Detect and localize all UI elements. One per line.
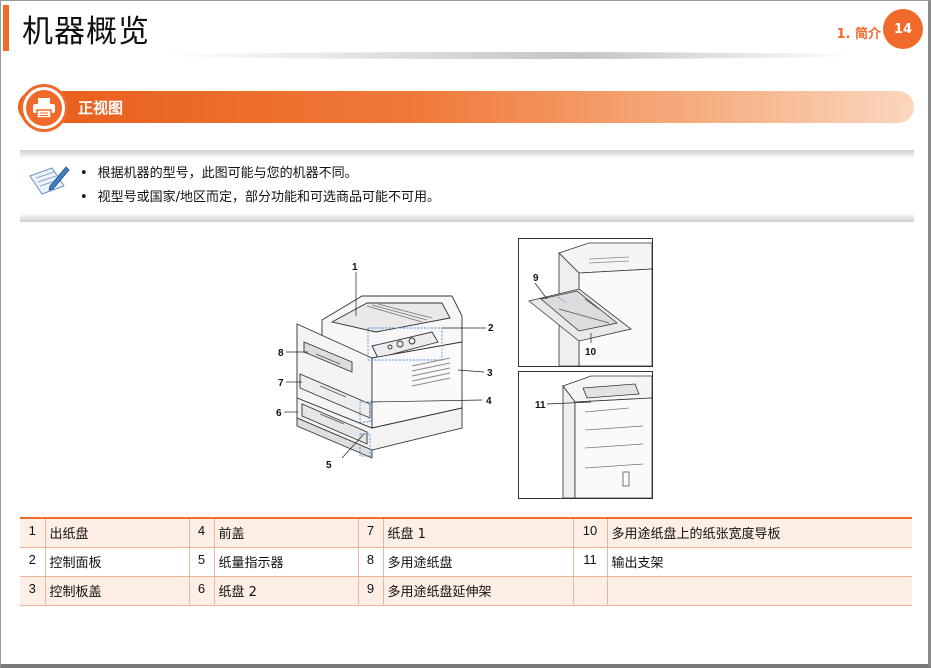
note-pencil-icon xyxy=(29,166,70,195)
inset-multipurpose-tray: 9 10 xyxy=(518,238,653,367)
table-row: 1 出纸盘 4 前盖 7 纸盘 1 10 多用途纸盘上的纸张宽度导板 xyxy=(20,517,912,548)
part-number: 3 xyxy=(20,576,46,606)
part-number: 2 xyxy=(20,547,46,577)
part-number: 9 xyxy=(358,576,384,606)
part-number: 7 xyxy=(358,517,384,548)
page-title: 机器概览 xyxy=(22,14,150,50)
callout-label: 2 xyxy=(488,323,494,334)
table-row: 2 控制面板 5 纸量指示器 8 多用途纸盘 11 输出支架 xyxy=(20,547,912,577)
part-label: 多用途纸盘 xyxy=(383,547,574,577)
section-icon-badge xyxy=(20,84,68,132)
section-bar xyxy=(18,91,914,123)
part-label: 纸盘 1 xyxy=(383,517,574,548)
callout-label: 5 xyxy=(326,460,332,471)
part-label: 纸量指示器 xyxy=(214,547,359,577)
part-label: 输出支架 xyxy=(607,547,912,577)
note-item: 视型号或国家/地区而定，部分功能和可选商品可能不可用。 xyxy=(80,186,440,210)
part-number: 8 xyxy=(358,547,384,577)
note-top-shade xyxy=(20,150,914,159)
callout-label: 10 xyxy=(585,347,597,358)
part-number: 1 xyxy=(20,517,46,548)
part-label: 纸盘 2 xyxy=(214,576,359,606)
printer-front-illustration: 1 2 3 4 5 6 7 8 xyxy=(276,262,494,471)
callout-label: 3 xyxy=(487,368,493,379)
inset-b-illustration: 11 xyxy=(535,375,653,499)
part-label: 出纸盘 xyxy=(45,517,190,548)
section-title: 正视图 xyxy=(78,99,124,117)
part-label: 多用途纸盘上的纸张宽度导板 xyxy=(607,517,912,548)
inset-a-illustration: 9 10 xyxy=(528,242,653,367)
note-bottom-shade xyxy=(20,213,914,222)
part-label: 控制板盖 xyxy=(45,576,190,606)
part-number: 11 xyxy=(573,547,608,577)
part-label: 前盖 xyxy=(214,517,359,548)
part-number: 10 xyxy=(573,517,608,548)
callout-label: 4 xyxy=(486,396,492,407)
callout-label: 1 xyxy=(352,262,358,273)
printer-icon xyxy=(33,98,55,119)
callout-label: 9 xyxy=(533,273,539,284)
title-rule xyxy=(160,52,860,59)
part-label: 多用途纸盘延伸架 xyxy=(383,576,574,606)
title-accent-bar xyxy=(3,5,9,51)
parts-table: 1 出纸盘 4 前盖 7 纸盘 1 10 多用途纸盘上的纸张宽度导板 2 控制面… xyxy=(20,517,912,606)
table-row: 3 控制板盖 6 纸盘 2 9 多用途纸盘延伸架 xyxy=(20,576,912,606)
chapter-label[interactable]: 1. 简介 xyxy=(836,27,881,42)
page-number-badge: 14 xyxy=(883,9,923,49)
callout-label: 11 xyxy=(535,400,546,411)
part-number: 6 xyxy=(189,576,215,606)
inset-output-support: 11 xyxy=(518,371,653,499)
part-number: 5 xyxy=(189,547,215,577)
part-number xyxy=(573,576,608,606)
part-number: 4 xyxy=(189,517,215,548)
callout-label: 7 xyxy=(278,378,284,389)
part-label xyxy=(607,576,912,606)
callout-label: 8 xyxy=(278,348,284,359)
part-label: 控制面板 xyxy=(45,547,190,577)
note-list: 根据机器的型号，此图可能与您的机器不同。 视型号或国家/地区而定，部分功能和可选… xyxy=(80,162,440,210)
callout-label: 6 xyxy=(276,408,282,419)
note-item: 根据机器的型号，此图可能与您的机器不同。 xyxy=(80,162,440,186)
